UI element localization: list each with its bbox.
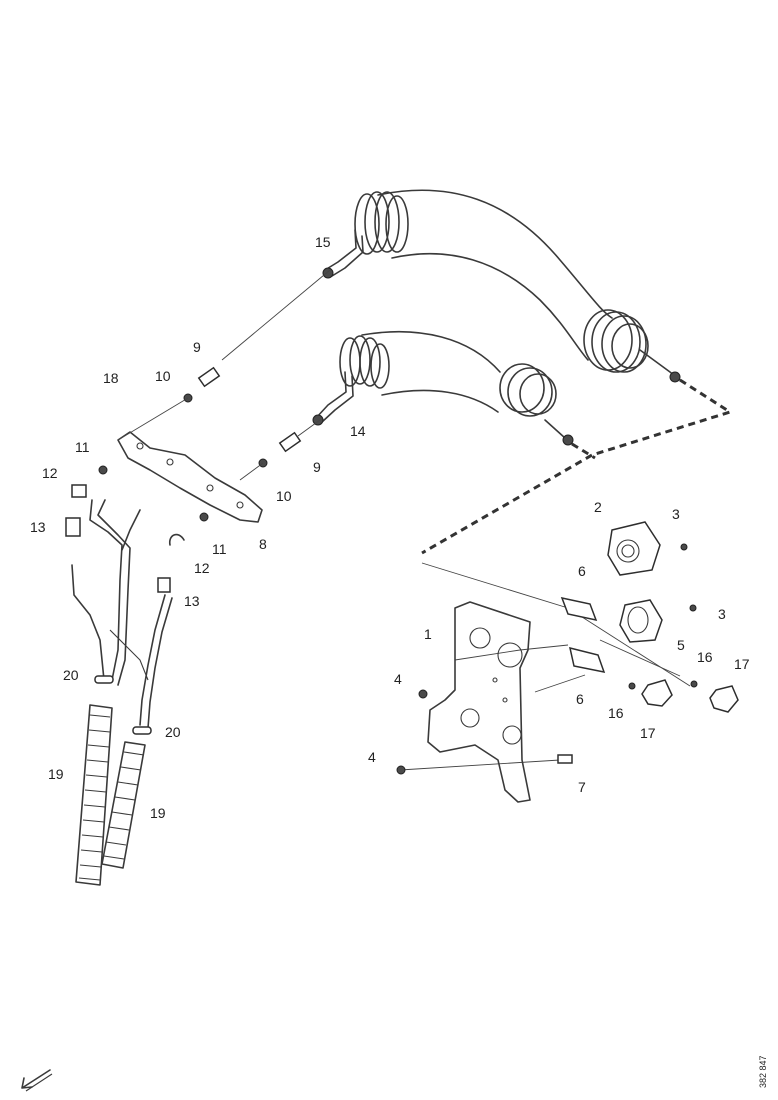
coiled-hose-upper bbox=[322, 189, 681, 383]
callout-17: 17 bbox=[640, 725, 656, 741]
callout-9: 9 bbox=[313, 459, 321, 475]
callout-19: 19 bbox=[48, 766, 64, 782]
callout-5: 5 bbox=[677, 637, 685, 653]
sleeve-6 bbox=[560, 596, 606, 673]
callout-3: 3 bbox=[718, 606, 726, 622]
callout-6: 6 bbox=[578, 563, 586, 579]
callout-13: 13 bbox=[30, 519, 46, 535]
fitting-9-upper bbox=[183, 366, 221, 403]
bracket-8 bbox=[117, 431, 263, 523]
connector-2 bbox=[607, 521, 661, 576]
connector-5 bbox=[619, 599, 663, 643]
callout-13: 13 bbox=[184, 593, 200, 609]
callout-6: 6 bbox=[576, 691, 584, 707]
callout-14: 14 bbox=[350, 423, 366, 439]
small-hardware bbox=[396, 543, 698, 775]
conduit-19-left bbox=[75, 704, 113, 886]
coiled-hose-lower bbox=[312, 330, 574, 446]
callout-20: 20 bbox=[63, 667, 79, 683]
cables bbox=[71, 499, 173, 729]
callout-10: 10 bbox=[276, 488, 292, 504]
callout-12: 12 bbox=[42, 465, 58, 481]
connection-line bbox=[421, 378, 734, 555]
callout-8: 8 bbox=[259, 536, 267, 552]
callout-20: 20 bbox=[165, 724, 181, 740]
callout-10: 10 bbox=[155, 368, 171, 384]
document-id: 382 847 bbox=[758, 1055, 768, 1088]
leader-lines bbox=[117, 269, 691, 771]
callout-11: 11 bbox=[75, 439, 90, 455]
callout-19: 19 bbox=[150, 805, 166, 821]
callouts: 15 9 10 18 11 12 13 14 9 10 8 11 12 13 2… bbox=[30, 234, 750, 821]
callout-16: 16 bbox=[697, 649, 713, 665]
callout-2: 2 bbox=[594, 499, 602, 515]
callout-11: 11 bbox=[212, 541, 227, 557]
callout-12: 12 bbox=[194, 560, 210, 576]
mounting-plate-1 bbox=[427, 601, 531, 803]
callout-3: 3 bbox=[672, 506, 680, 522]
ties-20 bbox=[94, 675, 152, 735]
callout-9: 9 bbox=[193, 339, 201, 355]
callout-4: 4 bbox=[368, 749, 376, 765]
conduit-19-right bbox=[101, 741, 146, 869]
connector-17 bbox=[641, 679, 739, 713]
connection-line-lower bbox=[571, 442, 596, 460]
callout-18: 18 bbox=[103, 370, 119, 386]
left-clamp-parts bbox=[65, 465, 209, 593]
callout-1: 1 bbox=[424, 626, 432, 642]
callout-17: 17 bbox=[734, 656, 750, 672]
callout-4: 4 bbox=[394, 671, 402, 687]
callout-15: 15 bbox=[315, 234, 331, 250]
callout-7: 7 bbox=[578, 779, 586, 795]
fitting-9-lower bbox=[258, 431, 302, 468]
callout-16: 16 bbox=[608, 705, 624, 721]
arrow-icon bbox=[21, 1069, 53, 1092]
